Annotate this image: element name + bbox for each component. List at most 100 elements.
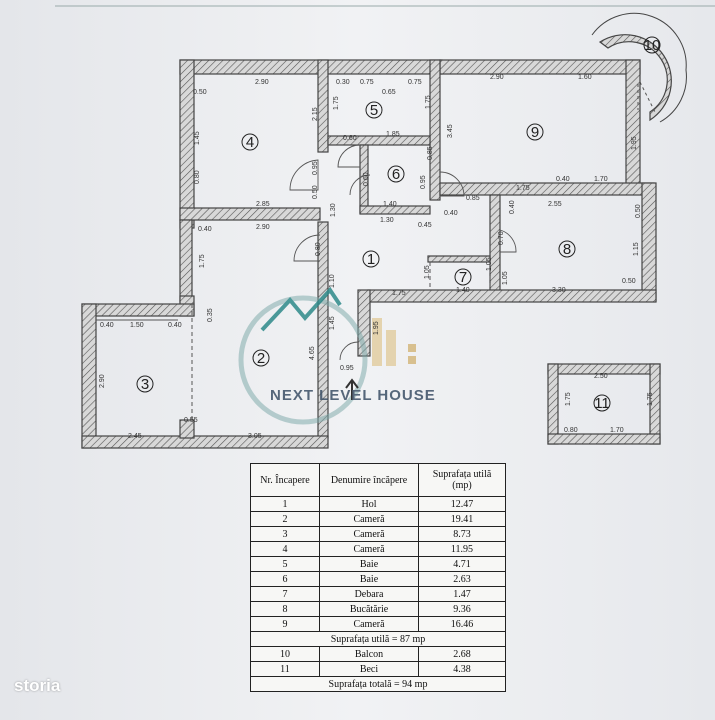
table-cell-name: Bucătărie	[319, 601, 419, 617]
dim-label: 1.05	[424, 265, 431, 279]
dim-label: 1.75	[425, 95, 432, 109]
room-9-label: 9	[531, 124, 539, 141]
dim-label: 2.90	[256, 224, 270, 231]
dim-label: 0.50	[622, 278, 636, 285]
dim-label: 1.75	[199, 254, 206, 268]
dim-label: 1.75	[516, 185, 530, 192]
dim-label: 3.30	[552, 287, 566, 294]
dim-label: 0.85	[466, 195, 480, 202]
dim-label: 3.45	[447, 124, 454, 138]
dim-label: 1.05	[486, 257, 493, 271]
header-room-number: Nr. Încapere	[250, 463, 320, 497]
dim-label: 0.40	[100, 322, 114, 329]
dim-label: 1.40	[456, 287, 470, 294]
subtotal-row-text: Suprafața utilă = 87 mp	[250, 631, 506, 647]
dim-label: 0.95	[420, 175, 427, 189]
table-cell-area: 4.38	[418, 661, 506, 677]
table-cell-name: Balcon	[319, 646, 419, 662]
total-row: Suprafața totală = 94 mp	[250, 676, 506, 692]
dim-label: 1.75	[565, 392, 572, 406]
dim-label: 0.75	[408, 79, 422, 86]
dim-label: 0.55	[184, 417, 198, 424]
dim-label: 0.30	[336, 79, 350, 86]
dim-label: 1.50	[130, 322, 144, 329]
room-2-label: 2	[257, 350, 265, 367]
storia-logo: storia	[14, 676, 61, 695]
dim-label: 2.90	[490, 74, 504, 81]
dim-label: 0.85	[427, 146, 434, 160]
dim-label: 1.05	[502, 271, 509, 285]
dim-label: 0.50	[635, 204, 642, 218]
dim-label: 0.40	[444, 210, 458, 217]
dim-label: 1.45	[329, 316, 336, 330]
room-10-label: 10	[644, 37, 661, 54]
table-cell-name: Hol	[319, 496, 419, 512]
dim-label: 0.95	[312, 161, 319, 175]
room-5-label: 5	[370, 102, 378, 119]
watermark-logo: NEXT LEVEL HOUSE	[238, 286, 436, 425]
watermark-text: NEXT LEVEL HOUSE	[270, 387, 436, 404]
table-cell-area: 11.95	[418, 541, 506, 557]
table-cell-area: 9.36	[418, 601, 506, 617]
header-area: Suprafața utilă (mp)	[418, 463, 506, 497]
dim-label: 0.95	[340, 365, 354, 372]
dim-label: 0.40	[509, 200, 516, 214]
dim-label: 2.55	[548, 201, 562, 208]
dim-label: 0.80	[315, 242, 322, 256]
table-cell-nr: 3	[250, 526, 320, 542]
room-3-label: 3	[141, 376, 149, 393]
dim-label: 1.70	[594, 176, 608, 183]
dim-label: 3.05	[248, 433, 262, 440]
dim-label: 0.80	[564, 427, 578, 434]
dim-label: 0.40	[168, 322, 182, 329]
dim-label: 0.80	[194, 170, 201, 184]
dim-label: 2.85	[256, 201, 270, 208]
room-6-label: 6	[392, 166, 400, 183]
dim-label: 1.10	[329, 274, 336, 288]
dim-label: 1.75	[392, 290, 406, 297]
dim-label: 1.45	[194, 131, 201, 145]
subtotal-row: Suprafața utilă = 87 mp	[250, 631, 506, 647]
dim-label: 0.75	[360, 79, 374, 86]
table-cell-nr: 8	[250, 601, 320, 617]
dim-label: 0.65	[382, 89, 396, 96]
table-cell-name: Beci	[319, 661, 419, 677]
table-cell-area: 12.47	[418, 496, 506, 512]
dim-label: 0.70	[498, 231, 505, 245]
dim-label: 0.50	[312, 185, 319, 199]
dim-label: 1.75	[647, 392, 654, 406]
table-cell-nr: 1	[250, 496, 320, 512]
dim-label: 1.60	[578, 74, 592, 81]
dim-label: 1.95	[631, 136, 638, 150]
room-1-label: 1	[367, 251, 375, 268]
dimension-labels: 2.90 0.50 1.45 0.80 2.85 2.15 0.95 0.50 …	[99, 74, 654, 440]
table-cell-area: 2.63	[418, 571, 506, 587]
table-cell-area: 4.71	[418, 556, 506, 572]
dim-label: 1.15	[633, 242, 640, 256]
table-cell-area: 19.41	[418, 511, 506, 527]
table-cell-nr: 2	[250, 511, 320, 527]
table-cell-nr: 7	[250, 586, 320, 602]
balcony-10	[591, 12, 687, 123]
table-cell-area: 2.68	[418, 646, 506, 662]
table-cell-name: Debara	[319, 586, 419, 602]
room-7-label: 7	[459, 269, 467, 286]
dim-label: 2.90	[255, 79, 269, 86]
dim-label: 1.85	[386, 131, 400, 138]
table-cell-name: Baie	[319, 556, 419, 572]
dim-label: 1.40	[383, 201, 397, 208]
dim-label: 0.60	[363, 172, 370, 186]
dim-label: 1.30	[380, 217, 394, 224]
